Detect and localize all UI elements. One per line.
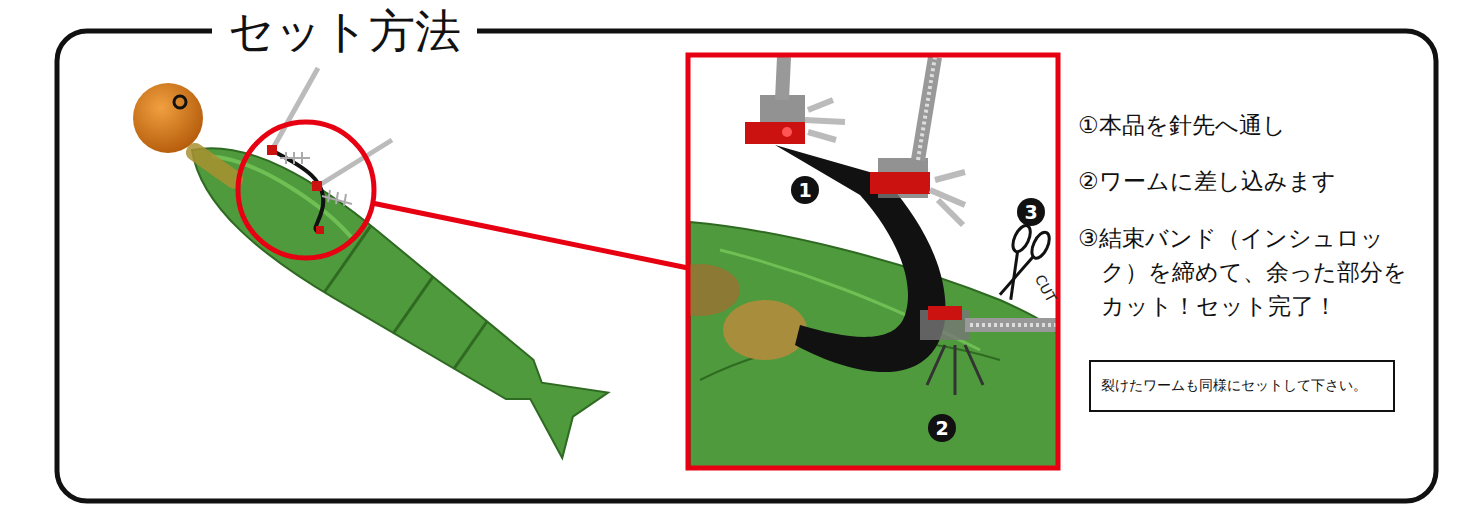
zoom-frame xyxy=(688,55,1058,468)
callout-number: 1 xyxy=(791,176,819,204)
step-text: ②ワームに差し込みます xyxy=(1078,164,1418,198)
note-box: 裂けたワームも同様にセットして下さい。 xyxy=(1089,360,1395,412)
step-text: ①本品を針先へ通し xyxy=(1078,108,1418,142)
zoom-leader xyxy=(372,203,688,268)
frame xyxy=(57,31,1436,501)
note-text: 裂けたワームも同様にセットして下さい。 xyxy=(1101,376,1383,394)
callout-number: 3 xyxy=(1017,198,1045,226)
step-text: ③結束バンド（インシュロック）を締めて、余った部分をカット！セット完了！ xyxy=(1078,221,1418,323)
worm xyxy=(164,113,610,460)
zoom-illustration xyxy=(690,57,1056,466)
hook xyxy=(275,152,323,232)
callout-number: 2 xyxy=(928,414,956,442)
jig-head xyxy=(133,83,203,153)
frame-title: セット方法 xyxy=(212,3,477,59)
magnifier-circle xyxy=(238,122,374,258)
